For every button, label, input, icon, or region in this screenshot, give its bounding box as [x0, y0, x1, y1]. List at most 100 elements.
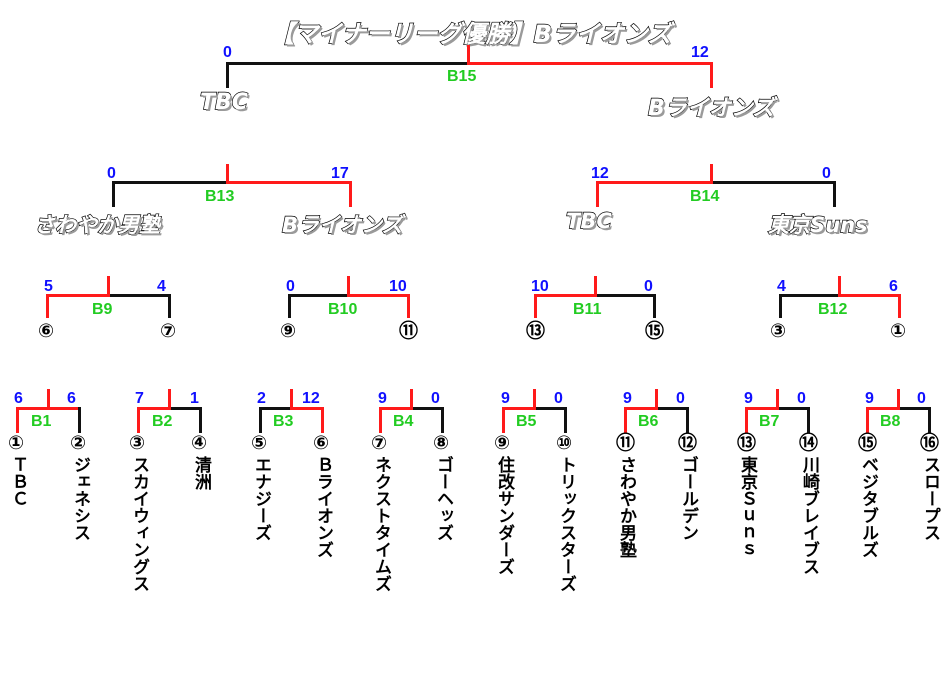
b8-right-line — [897, 407, 931, 410]
b7-left-slot: ⑬ — [737, 432, 757, 454]
b5-left-slot: ⑨ — [494, 432, 511, 454]
b10-left-score: 0 — [286, 278, 295, 295]
b2-right-drop — [199, 407, 202, 433]
b6-right-score: 0 — [676, 390, 685, 407]
b8-right-drop — [928, 407, 931, 433]
b9-left-slot: ⑥ — [38, 320, 55, 342]
b11-left-slot: ⑬ — [526, 320, 546, 342]
b9-stem — [107, 276, 110, 297]
b14-right-line — [710, 181, 836, 184]
b7-left-line — [745, 407, 779, 410]
b3-game-label: B3 — [273, 413, 294, 430]
b5-right-line — [533, 407, 567, 410]
b10-right-line — [347, 294, 410, 297]
b5-right-team: トリックスターズ — [556, 456, 576, 592]
b5-left-team: 住改サンダーズ — [494, 456, 514, 575]
final-right-team: Bライオンズ — [647, 95, 775, 121]
b8-left-line — [866, 407, 900, 410]
b6-left-score: 9 — [623, 390, 632, 407]
b8-left-team: ベジタブルズ — [858, 456, 878, 558]
b5-right-slot: ⑩ — [556, 432, 573, 454]
b8-stem — [897, 389, 900, 410]
b1-left-drop — [16, 407, 19, 433]
final-right-score: 12 — [691, 44, 709, 61]
b4-right-drop — [441, 407, 444, 433]
b4-left-score: 9 — [378, 390, 387, 407]
b8-left-drop — [866, 407, 869, 433]
b7-right-slot: ⑭ — [799, 432, 819, 454]
final-left-drop — [226, 62, 229, 88]
b6-right-line — [655, 407, 689, 410]
b12-game-label: B12 — [818, 301, 848, 318]
b8-left-score: 9 — [865, 390, 874, 407]
b4-left-line — [379, 407, 413, 410]
b12-right-line — [838, 294, 901, 297]
b2-right-line — [168, 407, 202, 410]
final-right-drop — [710, 62, 713, 88]
b7-stem — [776, 389, 779, 410]
b7-right-drop — [807, 407, 810, 433]
b3-right-slot: ⑥ — [313, 432, 330, 454]
b7-left-team: 東京Ｓｕｎｓ — [737, 456, 757, 558]
b2-right-score: 1 — [190, 390, 199, 407]
b7-right-score: 0 — [797, 390, 806, 407]
b4-right-line — [410, 407, 444, 410]
b11-left-drop — [534, 294, 537, 318]
b3-left-line — [259, 407, 293, 410]
final-right-line — [467, 62, 713, 65]
b8-right-score: 0 — [917, 390, 926, 407]
b7-right-team: 川崎ブレイブス — [799, 456, 819, 575]
b10-left-slot: ⑨ — [280, 320, 297, 342]
b1-right-drop — [78, 407, 81, 433]
b12-left-score: 4 — [777, 278, 786, 295]
b12-right-score: 6 — [889, 278, 898, 295]
b6-left-drop — [624, 407, 627, 433]
b13-left-line — [112, 181, 229, 184]
b8-left-slot: ⑮ — [858, 432, 878, 454]
b4-left-slot: ⑦ — [371, 432, 388, 454]
b4-stem — [410, 389, 413, 410]
b4-right-team: ゴーヘッズ — [433, 456, 453, 541]
b11-right-line — [594, 294, 656, 297]
b14-game-label: B14 — [690, 188, 720, 205]
b1-right-line — [47, 407, 81, 410]
b11-left-line — [534, 294, 597, 297]
b12-right-slot: ① — [890, 320, 907, 342]
b2-right-slot: ④ — [191, 432, 208, 454]
b7-game-label: B7 — [759, 413, 780, 430]
b11-right-drop — [653, 294, 656, 318]
b13-game-label: B13 — [205, 188, 235, 205]
b8-right-slot: ⑯ — [920, 432, 940, 454]
b9-right-score: 4 — [157, 278, 166, 295]
final-left-team: TBC — [199, 89, 248, 115]
b7-left-drop — [745, 407, 748, 433]
b9-right-line — [107, 294, 171, 297]
b10-right-drop — [407, 294, 410, 318]
b10-right-slot: ⑪ — [399, 320, 419, 342]
b12-left-line — [779, 294, 841, 297]
b3-right-team: Ｂライオンズ — [313, 456, 333, 558]
b3-right-line — [290, 407, 324, 410]
b6-game-label: B6 — [638, 413, 659, 430]
b8-game-label: B8 — [880, 413, 901, 430]
b13-stem — [226, 164, 229, 184]
b13-right-drop — [349, 181, 352, 207]
b2-left-team: スカイウィングス — [129, 456, 149, 592]
b14-left-team: TBC — [565, 208, 612, 233]
b2-right-team: 清洲 — [191, 456, 211, 490]
b10-left-line — [288, 294, 350, 297]
b14-right-drop — [833, 181, 836, 207]
b2-stem — [168, 389, 171, 410]
b11-stem — [594, 276, 597, 297]
b14-left-score: 12 — [591, 165, 609, 182]
b5-game-label: B5 — [516, 413, 537, 430]
b6-left-line — [624, 407, 658, 410]
b2-left-score: 7 — [135, 390, 144, 407]
b9-left-score: 5 — [44, 278, 53, 295]
b5-left-line — [502, 407, 536, 410]
b2-left-drop — [137, 407, 140, 433]
b14-right-team: 東京Suns — [767, 212, 868, 237]
b7-right-line — [776, 407, 810, 410]
b1-right-slot: ② — [70, 432, 87, 454]
